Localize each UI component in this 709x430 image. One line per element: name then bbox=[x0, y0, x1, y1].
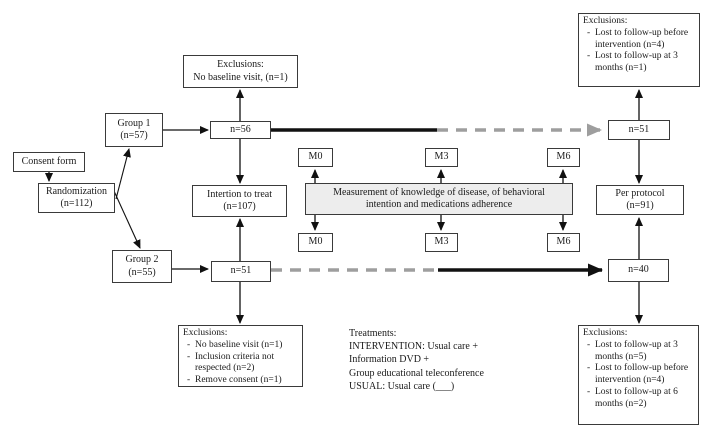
exclusions-baseline-box: Exclusions: No baseline visit, (n=1) bbox=[183, 55, 298, 88]
randomization-count: (n=112) bbox=[60, 198, 93, 209]
bullet: - bbox=[587, 27, 591, 38]
m3-bottom-box: M3 bbox=[425, 233, 458, 252]
exclusion-text: Inclusion criteria not respected (n=2) bbox=[195, 351, 275, 374]
exclusion-item: - Lost to follow-up at 3 months (n=1) bbox=[583, 51, 696, 75]
m6-bottom-box: M6 bbox=[547, 233, 580, 252]
n40-box: n=40 bbox=[608, 259, 669, 282]
exclusions-group1-box: Exclusions: - Lost to follow-up before i… bbox=[578, 13, 700, 87]
exclusion-text: Lost to follow-up at 3 months (n=5) bbox=[595, 339, 678, 362]
m0-top-box: M0 bbox=[298, 148, 333, 167]
bullet: - bbox=[587, 386, 591, 397]
randomization-label: Randomization bbox=[45, 185, 108, 197]
exclusion-text: No baseline visit (n=1) bbox=[195, 339, 283, 350]
exclusion-text: Remove consent (n=1) bbox=[195, 375, 282, 386]
arrow-randomization-to-group2 bbox=[113, 190, 141, 249]
per-protocol-count: (n=91) bbox=[626, 200, 654, 211]
exclusion-text: Lost to follow-up at 3 months (n=1) bbox=[595, 51, 678, 74]
n56-box: n=56 bbox=[210, 121, 271, 139]
exclusion-text: Lost to follow-up before intervention (n… bbox=[595, 27, 689, 50]
m3-label: M3 bbox=[434, 236, 449, 248]
measurement-label: Measurement of knowledge of disease, of … bbox=[333, 186, 545, 211]
exclusion-text: Lost to follow-up at 6 months (n=2) bbox=[595, 386, 678, 409]
per-protocol-label: Per protocol bbox=[615, 187, 665, 199]
group1-count: (n=57) bbox=[120, 130, 148, 141]
n51-left-label: n=51 bbox=[230, 265, 252, 277]
exclusion-item: - Inclusion criteria not respected (n=2) bbox=[183, 352, 299, 376]
bullet: - bbox=[187, 339, 191, 350]
n56-label: n=56 bbox=[230, 123, 251, 135]
exclusions-n40-box: Exclusions: - Lost to follow-up at 3 mon… bbox=[578, 325, 699, 425]
arrow-randomization-to-group1 bbox=[115, 148, 131, 200]
intention-label: Intertion to treat bbox=[207, 188, 272, 200]
bullet: - bbox=[587, 51, 591, 62]
treatments-line: INTERVENTION: Usual care + bbox=[349, 341, 478, 353]
intention-to-treat-box: Intertion to treat (n=107) bbox=[192, 185, 287, 217]
m3-top-box: M3 bbox=[425, 148, 458, 167]
group1-box: Group 1 (n=57) bbox=[105, 113, 163, 147]
n51-left-box: n=51 bbox=[211, 261, 271, 282]
m6-label: M6 bbox=[556, 236, 571, 248]
n51-right-box: n=51 bbox=[608, 120, 670, 140]
exclusion-item: - Lost to follow-up at 6 months (n=2) bbox=[583, 387, 695, 411]
bullet: - bbox=[187, 375, 191, 386]
measurement-box: Measurement of knowledge of disease, of … bbox=[305, 183, 573, 215]
group1-label: Group 1 bbox=[117, 117, 151, 129]
m6-label: M6 bbox=[556, 151, 571, 163]
n51-right-label: n=51 bbox=[628, 123, 650, 135]
exclusion-item: - No baseline visit (n=1) bbox=[183, 340, 299, 352]
exclusions-group2-title: Exclusions: bbox=[183, 328, 228, 338]
bullet: - bbox=[587, 339, 591, 350]
exclusion-item: - Lost to follow-up before intervention … bbox=[583, 28, 696, 52]
randomization-box: Randomization (n=112) bbox=[38, 183, 115, 213]
exclusion-item: - Lost to follow-up before intervention … bbox=[583, 363, 695, 387]
n40-label: n=40 bbox=[628, 264, 649, 276]
treatments-title: Treatments: bbox=[349, 328, 397, 339]
group2-label: Group 2 bbox=[125, 254, 159, 265]
exclusion-item: - Remove consent (n=1) bbox=[183, 375, 299, 387]
treatments-line: USUAL: Usual care (___) bbox=[349, 380, 455, 392]
m6-top-box: M6 bbox=[547, 148, 580, 167]
treatments-legend: Treatments: INTERVENTION: Usual care + I… bbox=[349, 327, 564, 393]
bullet: - bbox=[187, 351, 191, 362]
consent-form-label: Consent form bbox=[21, 155, 77, 167]
m0-bottom-box: M0 bbox=[298, 233, 333, 252]
exclusions-baseline-item: No baseline visit, (n=1) bbox=[193, 71, 288, 83]
group2-count: (n=55) bbox=[128, 266, 156, 278]
per-protocol-box: Per protocol (n=91) bbox=[596, 185, 684, 215]
m0-label: M0 bbox=[308, 236, 323, 248]
m3-label: M3 bbox=[434, 151, 449, 163]
exclusion-item: - Lost to follow-up at 3 months (n=5) bbox=[583, 340, 695, 364]
exclusions-n40-title: Exclusions: bbox=[583, 328, 628, 338]
bullet: - bbox=[587, 363, 591, 374]
intention-count: (n=107) bbox=[223, 201, 256, 212]
treatments-line: Group educational teleconference bbox=[349, 367, 484, 379]
consent-form-box: Consent form bbox=[13, 152, 85, 172]
m0-label: M0 bbox=[308, 151, 323, 163]
group2-box: Group 2 (n=55) bbox=[112, 250, 172, 283]
exclusion-text: Lost to follow-up before intervention (n… bbox=[595, 363, 689, 386]
exclusions-group2-box: Exclusions: - No baseline visit (n=1) - … bbox=[178, 325, 303, 387]
treatments-line: Information DVD + bbox=[349, 354, 430, 366]
exclusions-baseline-title: Exclusions: bbox=[217, 59, 264, 70]
exclusions-group1-title: Exclusions: bbox=[583, 16, 628, 26]
